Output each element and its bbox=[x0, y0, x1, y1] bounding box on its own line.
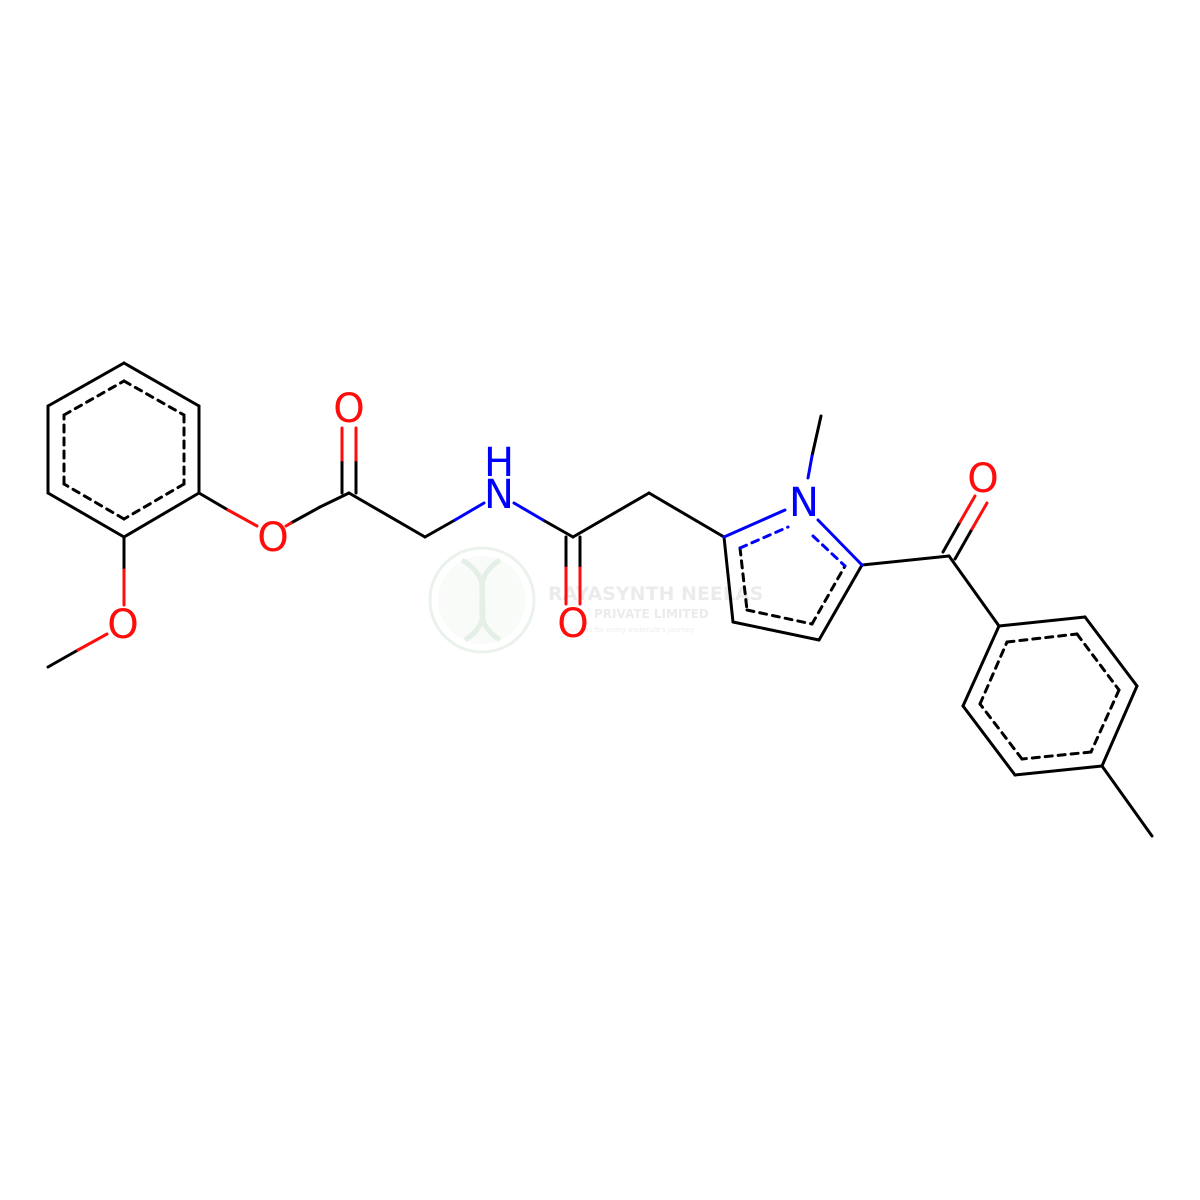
atom-nh-n: N bbox=[484, 472, 514, 518]
atom-nh-h: H bbox=[484, 440, 514, 486]
atom-o-ester-carbonyl: O bbox=[333, 386, 364, 432]
nitrogen-bond-segments bbox=[453, 454, 864, 568]
atom-o-ketone: O bbox=[967, 456, 998, 502]
atom-labels: O O O H N O N O bbox=[107, 386, 998, 648]
watermark-logo bbox=[428, 546, 536, 654]
watermark-title: RAYASYNTH NEELAS bbox=[548, 583, 763, 605]
atom-o-ester: O bbox=[257, 515, 288, 561]
tolyl-ring bbox=[961, 615, 1139, 777]
methoxyphenyl-ring bbox=[46, 361, 201, 539]
watermark: RAYASYNTH NEELAS PRIVATE LIMITED Solutio… bbox=[428, 546, 763, 654]
oxygen-bond-segments bbox=[76, 426, 989, 652]
atom-n-pyrrole: N bbox=[789, 480, 819, 526]
watermark-subtitle: PRIVATE LIMITED bbox=[594, 607, 709, 621]
atom-o-amide: O bbox=[557, 601, 588, 647]
watermark-tagline: Solutions for every molecule's journey bbox=[560, 626, 694, 634]
atom-o-methoxy: O bbox=[107, 602, 138, 648]
bonds bbox=[46, 361, 1154, 838]
